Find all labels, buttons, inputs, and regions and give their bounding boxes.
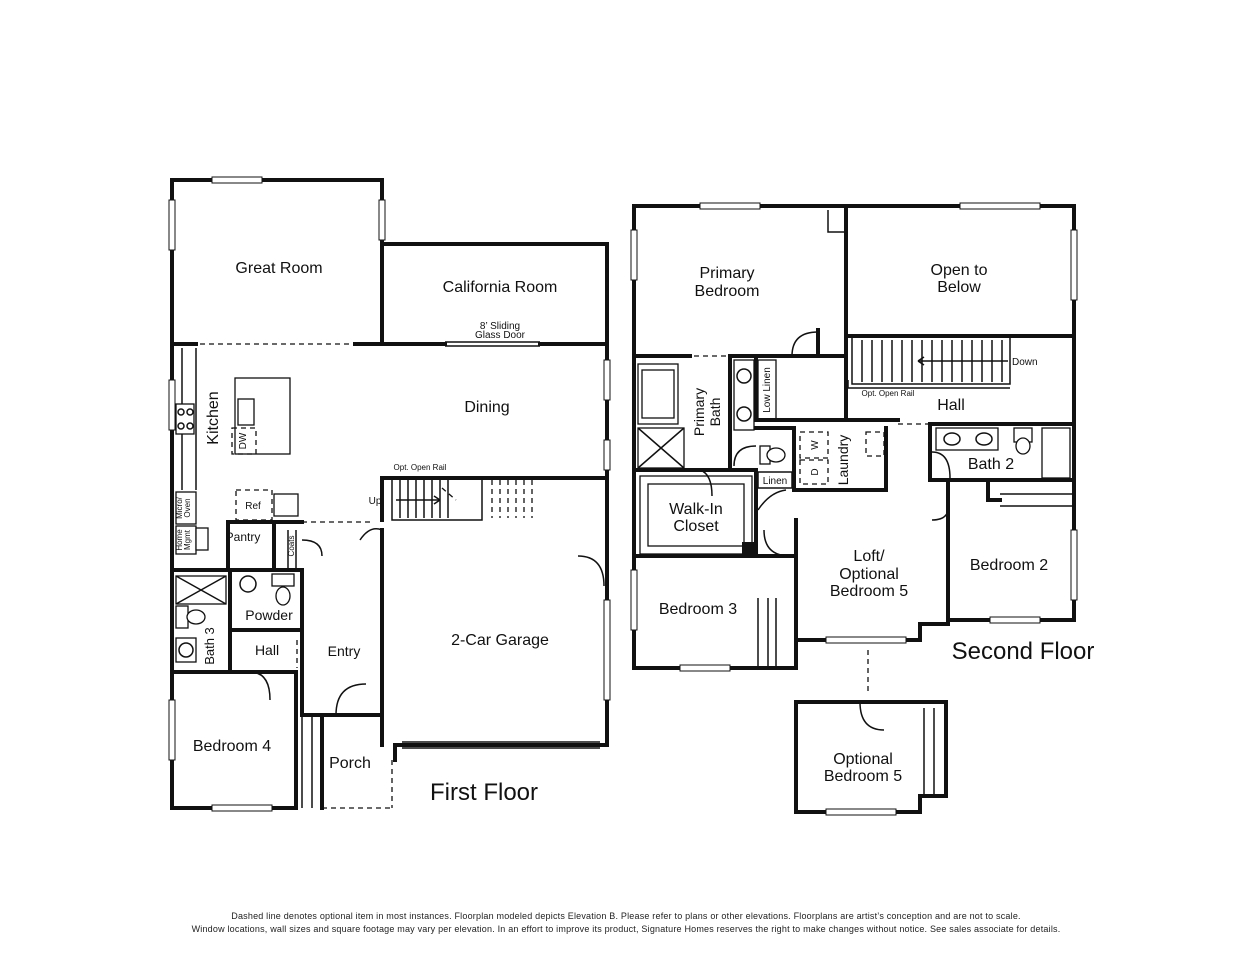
- first-floor-plan: [168, 176, 611, 812]
- bedroom4-label: Bedroom 4: [193, 738, 271, 755]
- first-floor-title: First Floor: [430, 779, 538, 806]
- loft-label-3: Bedroom 5: [830, 583, 908, 600]
- california-room-label: California Room: [443, 279, 558, 296]
- walkin-closet-label-1: Walk-In: [669, 501, 723, 518]
- entry-label: Entry: [328, 643, 361, 659]
- home-mgmt-label-1: Home: [175, 529, 184, 551]
- dryer-label: D: [810, 468, 821, 475]
- bath3-label: Bath 3: [202, 627, 217, 665]
- bedroom2-label: Bedroom 2: [970, 557, 1048, 574]
- hall-label-second: Hall: [937, 397, 965, 414]
- dining-label: Dining: [464, 399, 509, 416]
- disclaimer-line-1: Dashed line denotes optional item in mos…: [231, 911, 1021, 921]
- primary-bath-label-2: Bath: [707, 398, 723, 427]
- first-floor-stair-treads: [399, 480, 533, 518]
- micro-oven-label-1: Micro/: [175, 496, 184, 519]
- second-floor-title: Second Floor: [952, 638, 1095, 665]
- laundry-label: Laundry: [835, 435, 851, 486]
- pantry-label: Pantry: [226, 530, 261, 544]
- first-floor-labels: Great Room California Room 8’ Sliding Gl…: [175, 260, 557, 806]
- optional-bedroom5-label-2: Bedroom 5: [824, 768, 902, 785]
- down-label: Down: [1012, 357, 1038, 368]
- micro-oven-label-2: Oven: [183, 498, 192, 517]
- second-floor-labels: Primary Bedroom Open to Below Down Opt. …: [659, 262, 1095, 785]
- porch-label: Porch: [329, 755, 371, 772]
- loft-label-1: Loft/: [853, 548, 885, 565]
- optional-bedroom5-label-1: Optional: [833, 751, 893, 768]
- primary-bedroom-label-1: Primary: [699, 265, 754, 282]
- hall-label-first: Hall: [255, 642, 279, 658]
- open-to-below-label-1: Open to: [931, 262, 988, 279]
- bedroom3-label: Bedroom 3: [659, 601, 737, 618]
- primary-bedroom-label-2: Bedroom: [695, 283, 760, 300]
- dishwasher-label: DW: [238, 432, 249, 449]
- linen-label: Linen: [763, 476, 787, 487]
- sliding-door-label-2: Glass Door: [475, 330, 526, 341]
- loft-label-2: Optional: [839, 566, 899, 583]
- bath2-label: Bath 2: [968, 456, 1014, 473]
- great-room-label: Great Room: [235, 260, 322, 277]
- opt-open-rail-label-1: Opt. Open Rail: [394, 463, 447, 472]
- walkin-closet-label-2: Closet: [673, 518, 719, 535]
- garage-label: 2-Car Garage: [451, 632, 549, 649]
- second-floor-plan: [630, 202, 1078, 816]
- refrigerator-label: Ref: [245, 501, 261, 512]
- coats-label: Coats: [287, 536, 296, 557]
- home-mgmt-label-2: Mgmt: [183, 529, 192, 550]
- open-to-below-label-2: Below: [937, 279, 981, 296]
- kitchen-label: Kitchen: [205, 391, 222, 444]
- disclaimer-line-2: Window locations, wall sizes and square …: [191, 924, 1061, 934]
- sliding-door-label-1: 8’ Sliding: [480, 321, 520, 332]
- low-linen-label: Low Linen: [762, 367, 773, 413]
- primary-bath-label-1: Primary: [691, 388, 707, 436]
- powder-label: Powder: [245, 607, 293, 623]
- washer-label: W: [810, 440, 821, 450]
- up-label: Up: [369, 496, 382, 507]
- opt-open-rail-label-2: Opt. Open Rail: [862, 389, 915, 398]
